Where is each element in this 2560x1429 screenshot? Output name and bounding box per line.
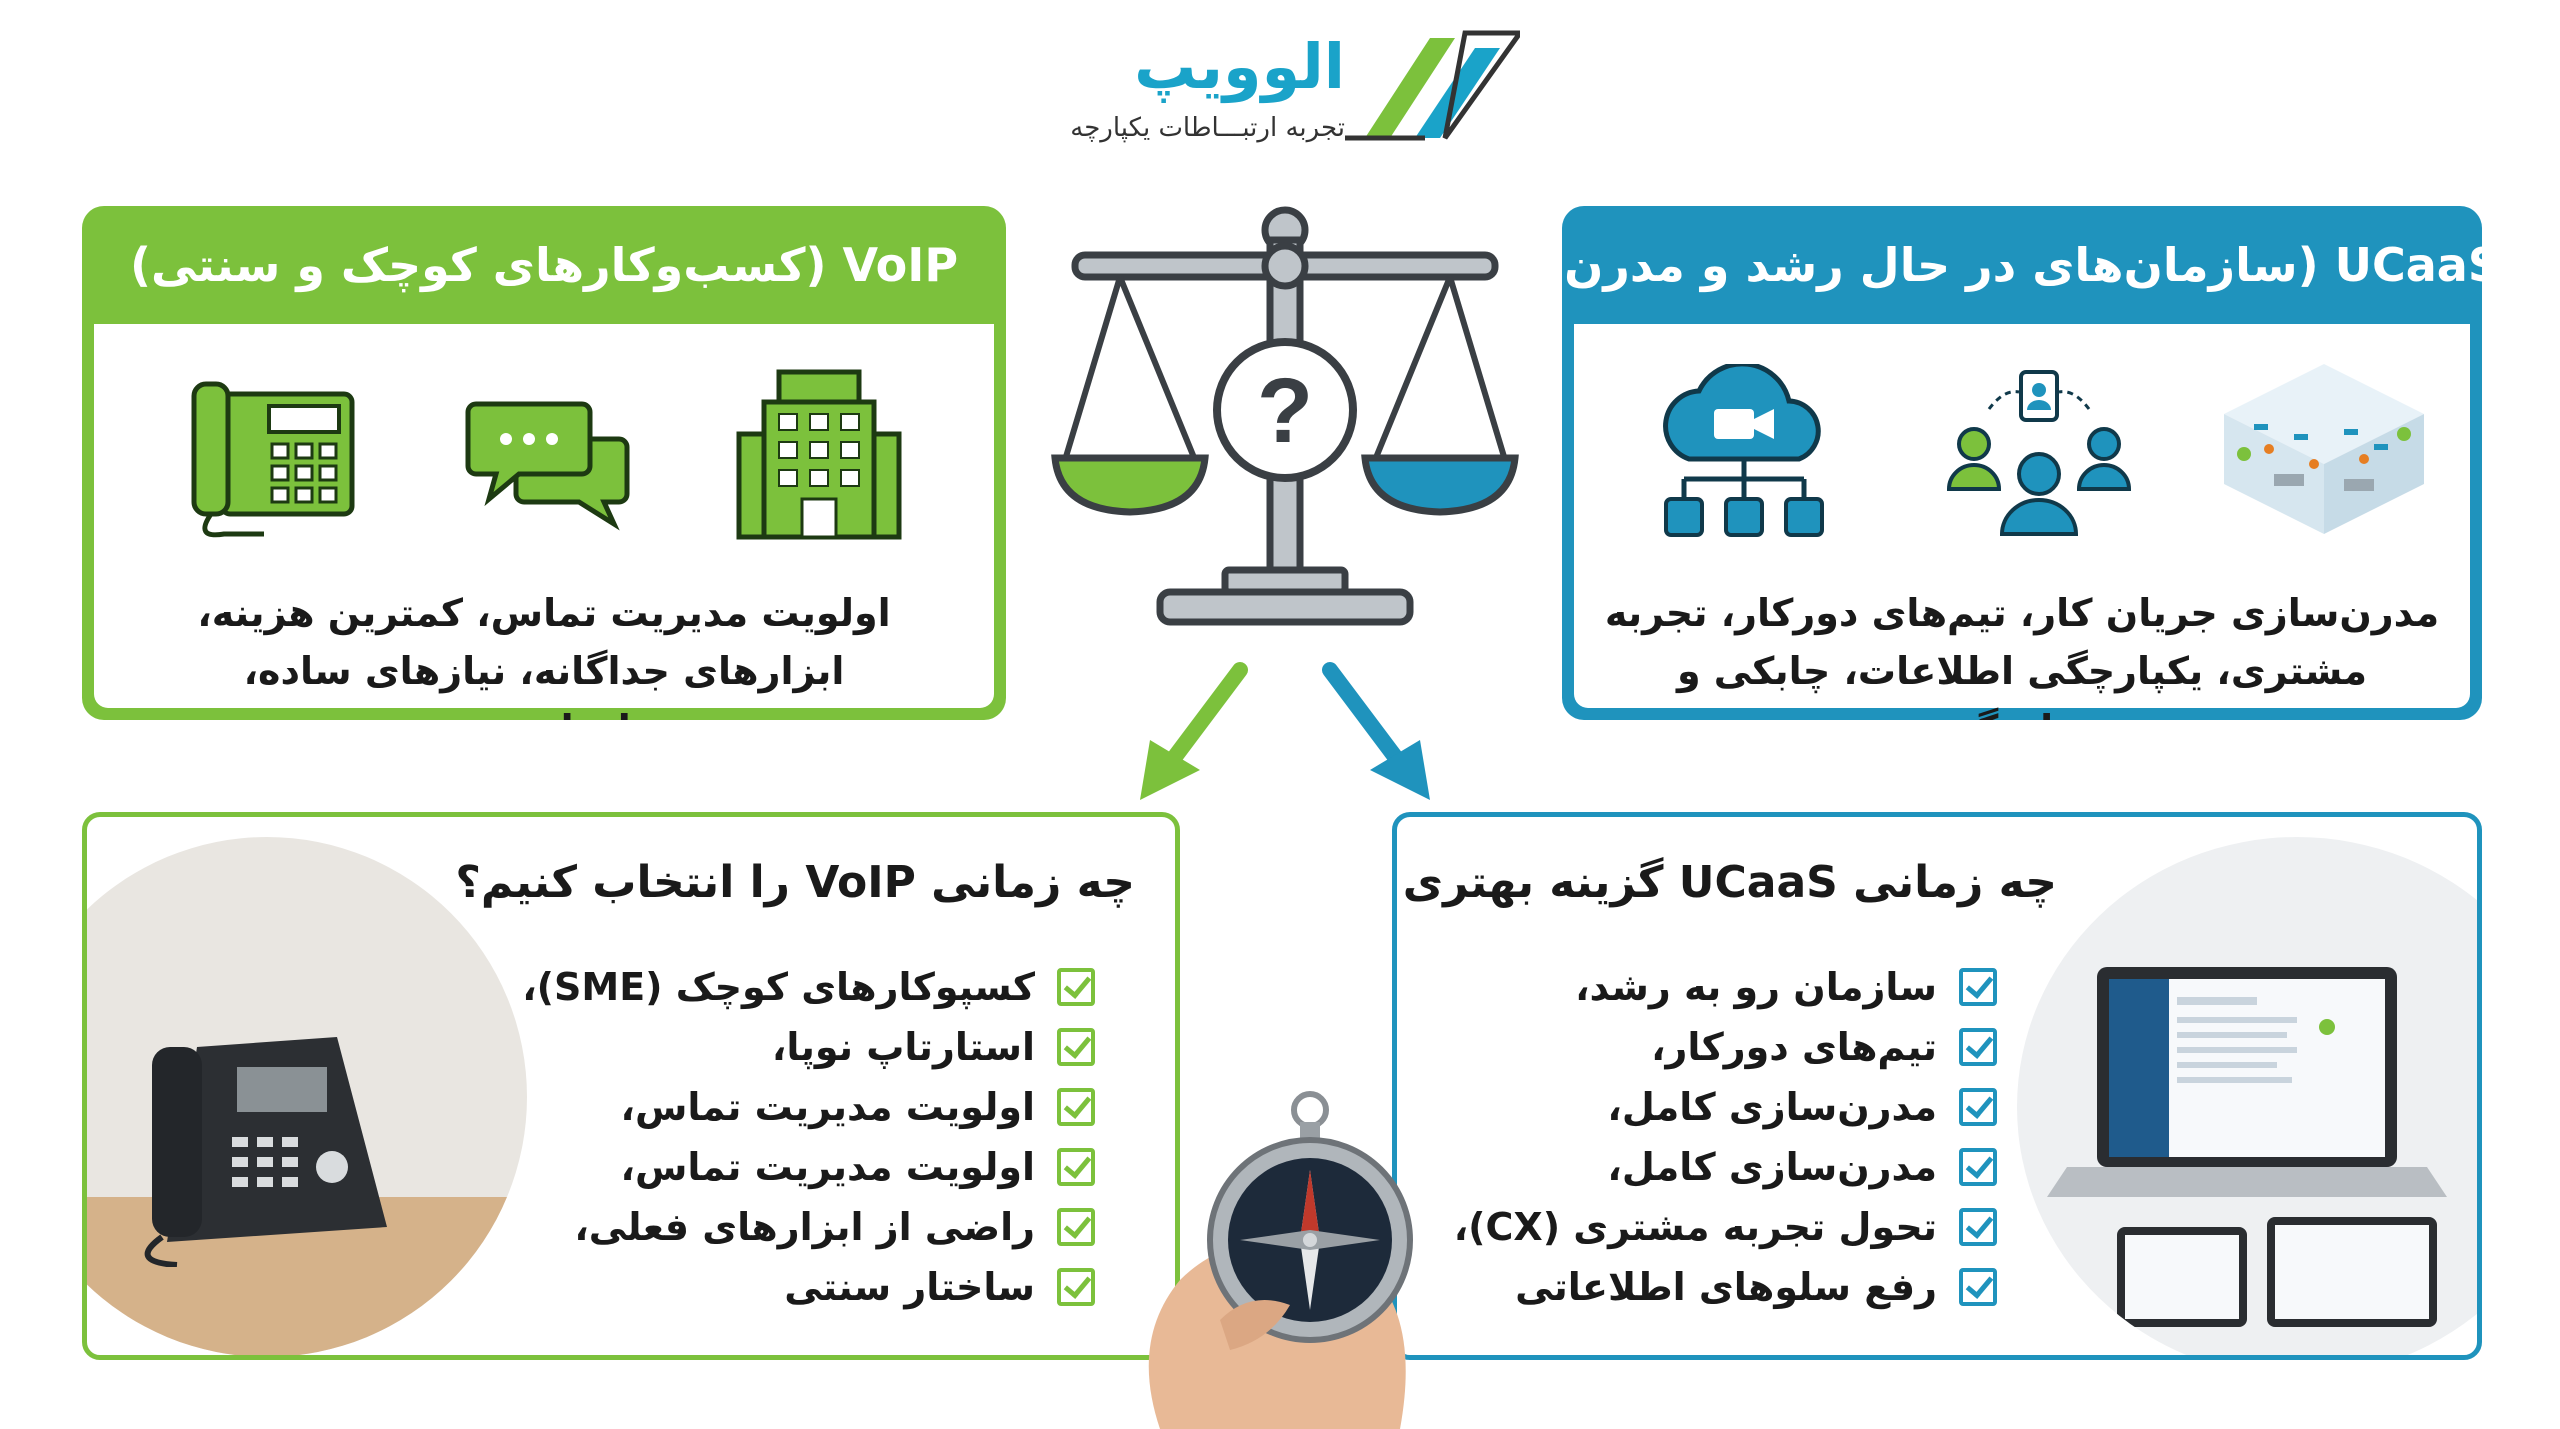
logo-tagline: تجربه ارتبـــاطات یکپارچه (1070, 113, 1345, 143)
checkbox-checked-icon (1057, 968, 1095, 1006)
ucaas-when-title: چه زمانی UCaaS گزینه بهتری است؟ (1397, 857, 2057, 908)
list-item-text: رفع سلوهای اطلاعاتی (1515, 1265, 1937, 1309)
list-item-text: راضی از ابزارهای فعلی، (574, 1205, 1035, 1249)
list-item: تحول تجربه مشتری (CX)، (1454, 1197, 1997, 1257)
list-item-text: استارتاپ نوپا، (771, 1025, 1035, 1069)
voip-panel-body: اولویت مدیریت تماس، کمترین هزینه، ابزاره… (94, 324, 994, 720)
arrow-to-voip-icon (1140, 662, 1248, 800)
ucaas-panel: UCaaS (سازمان‌های در حال رشد و مدرن) (1562, 206, 2482, 720)
checkbox-checked-icon (1057, 1208, 1095, 1246)
ucaas-when-panel: چه زمانی UCaaS گزینه بهتری است؟ سازمان ر… (1392, 812, 2482, 1360)
ip-phone-icon (144, 1037, 387, 1267)
direction-arrows (1140, 662, 1430, 800)
list-item-text: کسپوکارهای کوچک (SME)، (522, 965, 1035, 1009)
list-item: سازمان رو به رشد، (1454, 957, 1997, 1017)
voip-panel: VoIP (کسب‌وکارهای کوچک و سنتی) (82, 206, 1006, 720)
checkbox-checked-icon (1959, 1148, 1997, 1186)
list-item-text: مدرن‌سازی کامل، (1607, 1085, 1937, 1129)
modern-office-icon (2224, 364, 2424, 534)
checkbox-checked-icon (1959, 1088, 1997, 1126)
list-item: ساختار سنتی (522, 1257, 1095, 1317)
list-item-text: سازمان رو به رشد، (1575, 965, 1937, 1009)
voip-when-title: چه زمانی VoIP را انتخاب کنیم؟ (455, 857, 1135, 908)
checkbox-checked-icon (1959, 1028, 1997, 1066)
checkbox-checked-icon (1057, 1028, 1095, 1066)
list-item: کسپوکارهای کوچک (SME)، (522, 957, 1095, 1017)
logo-mark-icon (1345, 30, 1520, 141)
voip-panel-description: اولویت مدیریت تماس، کمترین هزینه، ابزاره… (197, 591, 891, 720)
arrow-to-ucaas-icon (1322, 662, 1430, 800)
list-item: مدرن‌سازی کامل، (1454, 1077, 1997, 1137)
list-item-text: اولویت مدیریت تماس، (620, 1145, 1035, 1189)
laptop-photo (2017, 837, 2477, 1355)
checkbox-checked-icon (1057, 1148, 1095, 1186)
office-building-icon (736, 369, 902, 540)
list-item: اولویت مدیریت تماس، (522, 1137, 1095, 1197)
list-item-text: مدرن‌سازی کامل، (1607, 1145, 1937, 1189)
checkbox-checked-icon (1959, 1208, 1997, 1246)
brand-logo: الوویپ تجربه ارتبـــاطات یکپارچه (1040, 28, 1520, 148)
list-item: استارتاپ نوپا، (522, 1017, 1095, 1077)
ucaas-when-list: سازمان رو به رشد، تیم‌های دورکار، مدرن‌س… (1454, 957, 1997, 1317)
team-network-icon (1946, 370, 2132, 536)
svg-text:?: ? (1257, 360, 1313, 462)
list-item: اولویت مدیریت تماس، (522, 1077, 1095, 1137)
cloud-video-icon (1663, 364, 1824, 537)
list-item-text: ساختار سنتی (784, 1265, 1035, 1309)
list-item: مدرن‌سازی کامل، (1454, 1137, 1997, 1197)
ucaas-panel-title: UCaaS (سازمان‌های در حال رشد و مدرن) (1562, 238, 2482, 292)
desk-phone-icon (191, 381, 355, 538)
voip-when-panel: چه زمانی VoIP را انتخاب کنیم؟ کسپوکارهای… (82, 812, 1180, 1360)
checkbox-checked-icon (1057, 1088, 1095, 1126)
list-item-text: اولویت مدیریت تماس، (620, 1085, 1035, 1129)
ucaas-panel-body: مدرن‌سازی جریان کار، تیم‌های دورکار، تجر… (1574, 324, 2470, 720)
desk-phone-photo (87, 837, 527, 1355)
list-item: راضی از ابزارهای فعلی، (522, 1197, 1095, 1257)
laptop-ucaas-app-icon (2047, 967, 2447, 1327)
ucaas-panel-description: مدرن‌سازی جریان کار، تیم‌های دورکار، تجر… (1604, 591, 2440, 720)
balance-scale-icon: ? (1051, 206, 1519, 626)
voip-panel-title: VoIP (کسب‌وکارهای کوچک و سنتی) (129, 238, 959, 292)
list-item-text: تحول تجربه مشتری (CX)، (1453, 1205, 1937, 1249)
checkbox-checked-icon (1959, 968, 1997, 1006)
checkbox-checked-icon (1057, 1268, 1095, 1306)
list-item: تیم‌های دورکار، (1454, 1017, 1997, 1077)
chat-bubbles-icon (465, 401, 630, 531)
compass-in-hand-icon (1148, 1091, 1413, 1429)
list-item-text: تیم‌های دورکار، (1651, 1025, 1937, 1069)
voip-when-list: کسپوکارهای کوچک (SME)، استارتاپ نوپا، او… (522, 957, 1095, 1317)
checkbox-checked-icon (1959, 1268, 1997, 1306)
list-item: رفع سلوهای اطلاعاتی (1454, 1257, 1997, 1317)
logo-name: الوویپ (1134, 30, 1345, 103)
